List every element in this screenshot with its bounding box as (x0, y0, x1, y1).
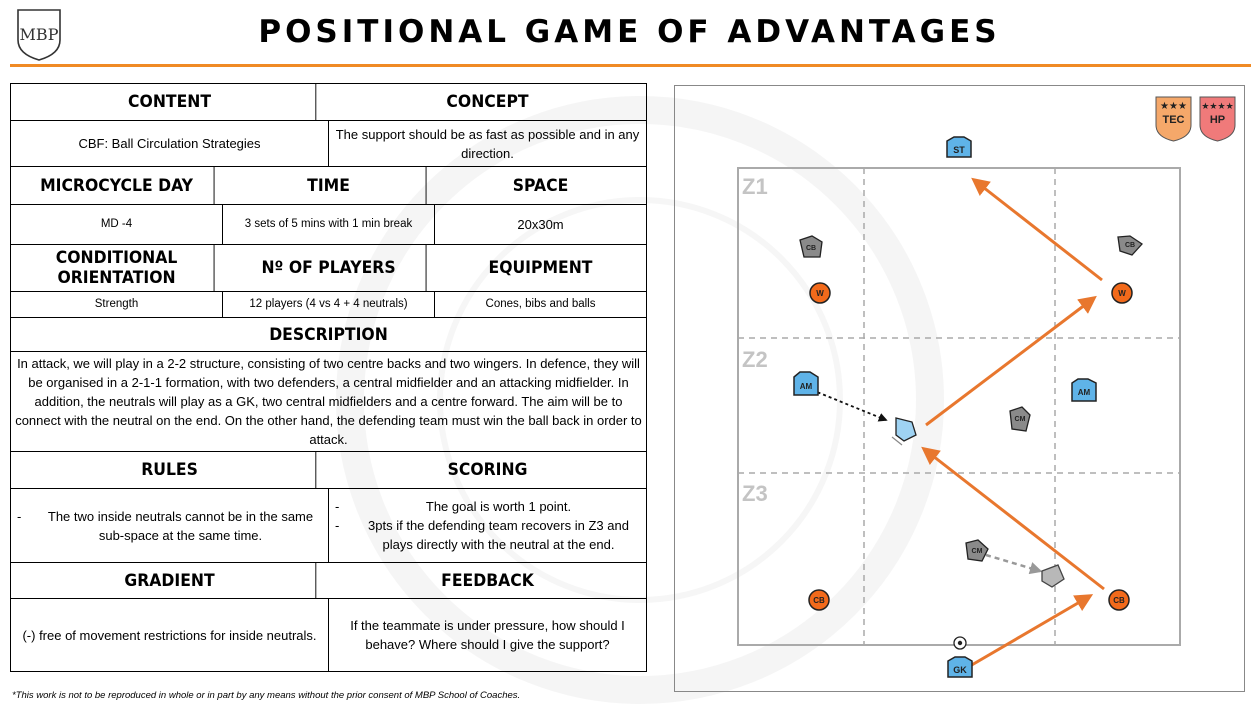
pass-arrow (971, 177, 1103, 282)
neutral-target (891, 417, 917, 446)
soccer-ball-icon (953, 636, 967, 650)
pass-arrow (969, 594, 1094, 668)
player-am-left: AM (793, 371, 819, 396)
microcycle-label: MICROCYCLE DAY (19, 167, 215, 204)
description-value: In attack, we will play in a 2-2 structu… (15, 356, 642, 447)
space-label: SPACE (512, 175, 569, 196)
logo-text: MBP (20, 25, 59, 44)
hp-stars: ★★★★ (1201, 101, 1233, 111)
page-title: POSITIONAL GAME OF ADVANTAGES (258, 14, 1001, 50)
players-value: 12 players (4 vs 4 + 4 neutrals) (223, 292, 435, 317)
gradient-value: (-) free of movement restrictions for in… (11, 599, 329, 671)
svg-text:CM: CM (972, 548, 983, 555)
svg-text:W: W (1118, 289, 1126, 298)
svg-text:AM: AM (1078, 388, 1091, 397)
zone-label-z3: Z3 (742, 481, 768, 506)
player-w-left: W (809, 282, 831, 304)
rules-list: -The two inside neutrals cannot be in th… (11, 489, 329, 562)
svg-text:CM: CM (1015, 416, 1026, 423)
defender-cm-low: CM (965, 539, 989, 562)
content-value: CBF: Ball Circulation Strategies (11, 121, 329, 166)
defender-cb-right: CB (1117, 235, 1143, 256)
zone-label-z2: Z2 (742, 347, 768, 372)
player-cb-right: CB (1108, 589, 1130, 611)
concept-value: The support should be as fast as possibl… (335, 126, 640, 161)
feedback-value: If the teammate is under pressure, how s… (350, 618, 625, 652)
player-cb-left: CB (808, 589, 830, 611)
player-gk: GK (947, 656, 973, 678)
defender-press-marker (1041, 564, 1065, 588)
svg-text:GK: GK (953, 665, 967, 675)
orientation-value: Strength (11, 292, 223, 317)
pass-arrow (921, 446, 1105, 591)
tec-badge: ★★★ TEC (1155, 96, 1192, 142)
scoring-label: SCORING (447, 460, 528, 480)
rules-item: -The two inside neutrals cannot be in th… (17, 508, 314, 543)
player-w-right: W (1111, 282, 1133, 304)
pitch-panel (674, 85, 1245, 692)
svg-text:CB: CB (806, 245, 816, 252)
svg-text:ST: ST (953, 145, 965, 155)
zone-label-z1: Z1 (742, 174, 768, 199)
defender-cm-mid: CM (1009, 406, 1031, 432)
description-label: DESCRIPTION (269, 324, 388, 345)
hp-label: HP (1210, 114, 1225, 126)
content-label: CONTENT (24, 84, 317, 120)
svg-text:W: W (816, 289, 824, 298)
time-label: TIME (231, 167, 427, 204)
svg-text:CB: CB (1125, 242, 1135, 249)
scoring-item: -3pts if the defending team recovers in … (335, 518, 629, 552)
equipment-label: EQUIPMENT (488, 258, 593, 278)
mbp-logo: MBP (17, 9, 61, 61)
orientation-label: CONDITIONAL ORIENTATION (19, 245, 215, 291)
hp-badge: ★★★★ HP (1199, 96, 1236, 142)
players-label: Nº OF PLAYERS (231, 245, 427, 291)
space-value: 20x30m (517, 217, 564, 232)
scoring-item: -The goal is worth 1 point. (335, 499, 572, 514)
time-value: 3 sets of 5 mins with 1 min break (223, 205, 435, 244)
tec-label: TEC (1163, 114, 1185, 126)
tec-stars: ★★★ (1160, 101, 1187, 112)
session-table: CONTENT CONCEPT CBF: Ball Circulation St… (10, 83, 647, 672)
pitch-diagram: Z1 Z2 Z3 ★★★ TEC ★★★★ HP ST GK AM AM (737, 96, 1236, 678)
header-divider (10, 64, 1251, 67)
feedback-label: FEEDBACK (441, 570, 534, 591)
pass-arrow (925, 295, 1097, 427)
defender-cb-left: CB (799, 235, 823, 258)
microcycle-value: MD -4 (11, 205, 223, 244)
concept-label: CONCEPT (446, 92, 529, 112)
gradient-label: GRADIENT (24, 563, 317, 598)
rules-label: RULES (24, 452, 317, 488)
svg-text:CB: CB (1113, 596, 1125, 605)
player-am-right: AM (1071, 378, 1097, 402)
svg-text:CB: CB (813, 596, 825, 605)
equipment-value: Cones, bibs and balls (485, 298, 596, 310)
movement-arrow (985, 553, 1043, 575)
svg-text:AM: AM (800, 382, 813, 391)
player-st: ST (946, 136, 972, 158)
copyright-notice: *This work is not to be reproduced in wh… (12, 690, 521, 701)
movement-arrow (811, 389, 888, 422)
scoring-list: -The goal is worth 1 point. -3pts if the… (329, 489, 646, 562)
